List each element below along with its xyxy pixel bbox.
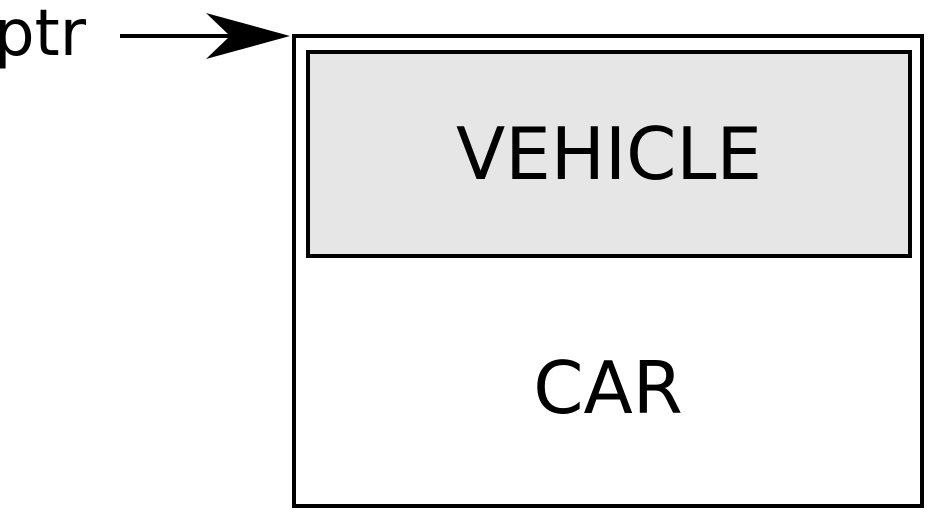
base-class-section: VEHICLE: [306, 50, 912, 258]
derived-class-label: CAR: [533, 346, 683, 430]
base-class-label: VEHICLE: [456, 112, 762, 196]
pointer-label: ptr: [0, 0, 87, 71]
pointer-arrowhead: [206, 13, 290, 59]
